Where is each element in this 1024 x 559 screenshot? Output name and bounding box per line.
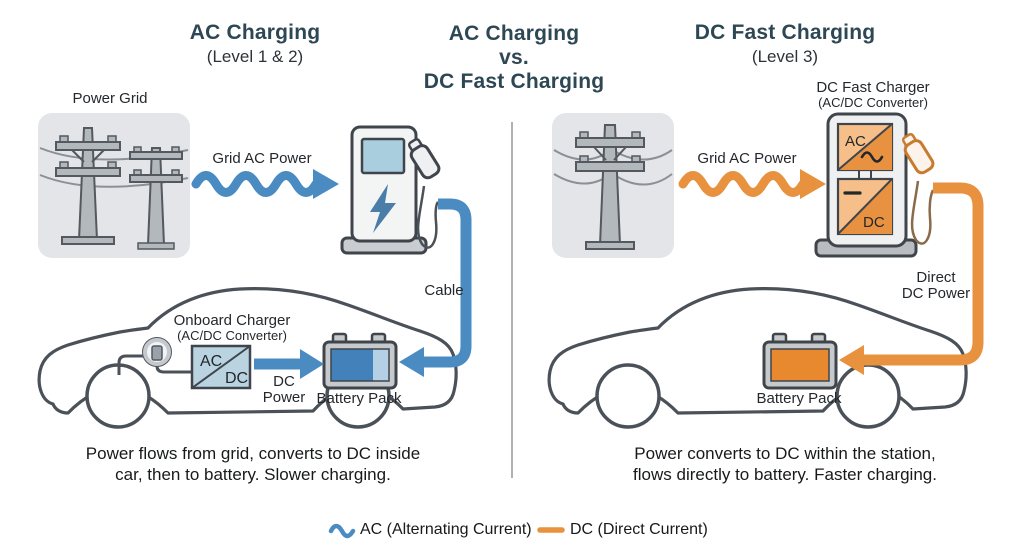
left-title: AC Charging [189, 21, 321, 44]
right-caption: Power converts to DC within the station,… [633, 443, 937, 485]
grid-ac-power-label-left: Grid AC Power [212, 150, 312, 167]
station-screen [360, 137, 406, 175]
cable-label: Cable [424, 282, 464, 299]
nozzle-cord [416, 185, 440, 249]
onboard-charger-sublabel: (AC/DC Converter) [177, 328, 287, 343]
converter-dc-label: DC [225, 370, 248, 387]
dc-fast-charger-label: DC Fast Charger [816, 79, 930, 96]
right-caption-line2: flows directly to battery. Faster chargi… [633, 465, 937, 484]
center-title-line3: DC Fast Charging [423, 70, 605, 93]
legend-ac-label: AC (Alternating Current) [360, 521, 532, 538]
left-subtitle: (Level 1 & 2) [206, 47, 304, 66]
power-grid-icon-right [552, 113, 674, 258]
dc-power-line1: DC [273, 373, 295, 390]
lightning-bolt-icon [370, 184, 396, 233]
left-caption-line1: Power flows from grid, converts to DC in… [85, 444, 421, 463]
ac-charging-station-icon [340, 125, 441, 255]
charge-port-icon [117, 337, 192, 375]
right-caption-line1: Power converts to DC within the station, [634, 444, 936, 463]
direct-dc-power-label: Direct DC Power [902, 270, 970, 302]
dc-panel: DC [836, 177, 894, 236]
cable-arrow-orange [839, 182, 984, 375]
dc-power-line2: Power [262, 389, 306, 406]
charging-nozzle-icon [407, 138, 441, 180]
battery-pack-icon-left [322, 332, 398, 390]
power-grid-label: Power Grid [72, 90, 148, 107]
utility-pole-icon [55, 127, 121, 245]
station-dc-label: DC [863, 214, 885, 231]
battery-pack-label-right: Battery Pack [756, 390, 842, 407]
grid-ac-power-label-right: Grid AC Power [697, 150, 797, 167]
power-grid-icon-left [38, 113, 190, 258]
utility-pole-icon [575, 124, 645, 250]
dc-power-label: DC Power [263, 374, 306, 406]
cable-arrow-blue [399, 198, 472, 377]
battery-pack-icon-right [762, 332, 838, 390]
left-caption: Power flows from grid, converts to DC in… [86, 443, 420, 485]
ac-sine-icon [860, 151, 884, 163]
battery-pack-label-left: Battery Pack [316, 390, 402, 407]
center-title-line1: AC Charging [448, 22, 580, 45]
nozzle-cord [910, 180, 935, 245]
ac-wavy-arrow-orange [678, 169, 826, 199]
dc-fast-charger-sublabel: (AC/DC Converter) [818, 95, 928, 110]
left-caption-line2: car, then to battery. Slower charging. [115, 465, 391, 484]
center-title-line2: vs. [499, 46, 529, 69]
onboard-charger-icon: AC DC [190, 344, 252, 390]
right-title: DC Fast Charging [694, 21, 876, 44]
right-subtitle: (Level 3) [751, 47, 819, 66]
legend-dc-label: DC (Direct Current) [570, 521, 708, 538]
ac-panel: AC [836, 122, 894, 172]
ac-wavy-arrow-blue [191, 169, 339, 199]
utility-pole-icon-small [129, 146, 183, 250]
center-title: AC Charging vs. DC Fast Charging [424, 22, 605, 94]
dc-fast-charger-icon: AC DC [814, 112, 935, 258]
converter-ac-label: AC [200, 353, 222, 370]
direct-dc-line2: DC Power [901, 285, 971, 302]
legend-ac-squiggle-icon [328, 523, 356, 539]
charging-nozzle-icon [901, 133, 935, 175]
station-ac-label: AC [845, 133, 866, 150]
direct-dc-line1: Direct [916, 269, 956, 286]
dc-power-arrow-blue [254, 349, 324, 379]
onboard-charger-label: Onboard Charger [173, 312, 291, 329]
